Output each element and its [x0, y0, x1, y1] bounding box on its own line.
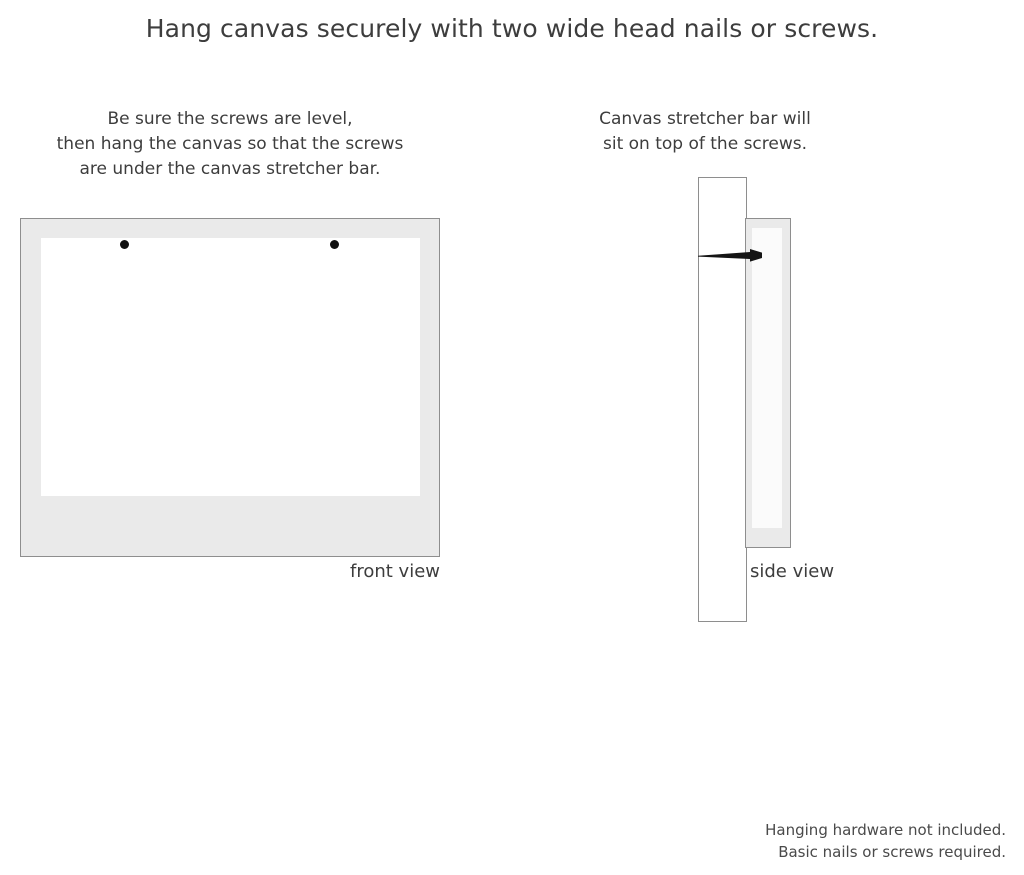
- footer-line-1: Hanging hardware not included.: [765, 821, 1006, 839]
- footer-note: Hanging hardware not included. Basic nai…: [606, 819, 1006, 863]
- front-view-caption: Be sure the screws are level, then hang …: [20, 107, 440, 182]
- footer-line-2: Basic nails or screws required.: [778, 843, 1006, 861]
- front-view-canvas-frame: [20, 218, 440, 557]
- front-view-label: front view: [350, 561, 440, 582]
- side-view-caption-line-2: sit on top of the screws.: [602, 134, 808, 154]
- side-view-wall: [698, 177, 747, 622]
- side-view-caption: Canvas stretcher bar will sit on top of …: [565, 107, 845, 157]
- front-view-caption-line-2: then hang the canvas so that the screws: [56, 134, 404, 154]
- front-view-caption-line-3: are under the canvas stretcher bar.: [79, 159, 381, 179]
- front-view-caption-line-1: Be sure the screws are level,: [107, 109, 353, 129]
- side-view-screw-icon: [698, 249, 762, 262]
- side-view-canvas-inner-face: [752, 228, 782, 528]
- screw-head-right-icon: [330, 240, 339, 249]
- side-view-label: side view: [750, 561, 835, 582]
- page-title: Hang canvas securely with two wide head …: [145, 14, 879, 43]
- side-view-caption-line-1: Canvas stretcher bar will: [599, 109, 811, 129]
- front-view-canvas-inner-face: [41, 238, 420, 496]
- screw-head-left-icon: [120, 240, 129, 249]
